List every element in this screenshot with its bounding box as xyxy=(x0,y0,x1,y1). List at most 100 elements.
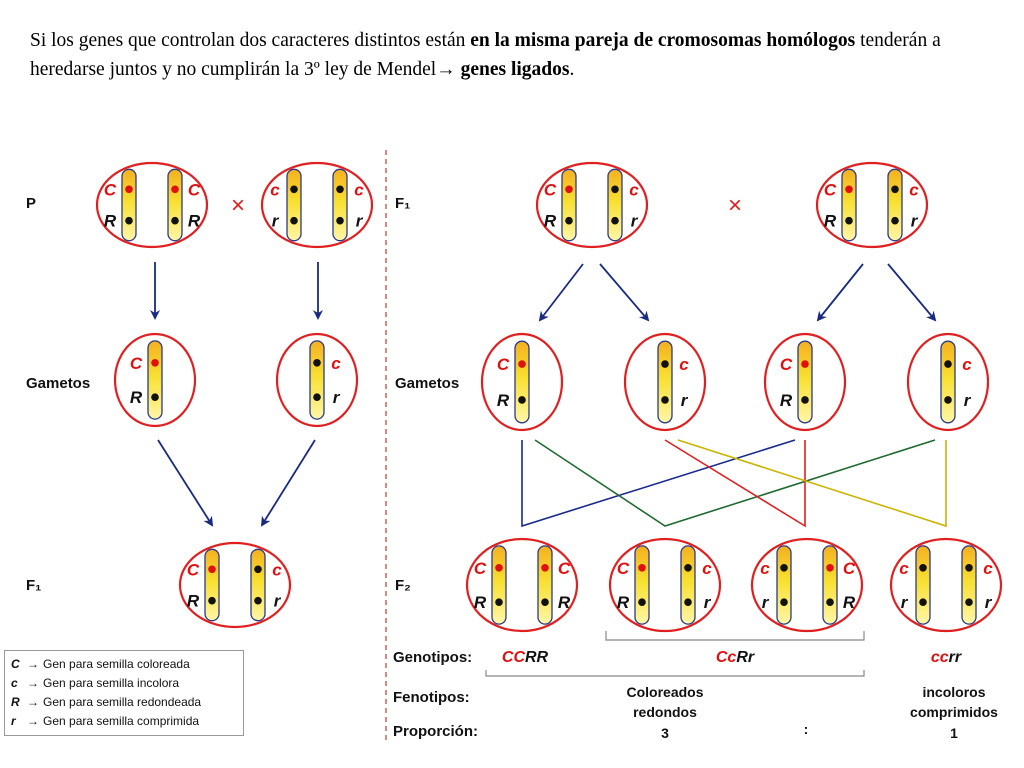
allele-dot xyxy=(965,563,973,572)
allele-label: c xyxy=(629,180,639,199)
allele-dot xyxy=(638,563,646,572)
chromosome xyxy=(309,340,325,420)
chromosome xyxy=(940,340,956,424)
allele-dot xyxy=(171,185,179,194)
allele-dot xyxy=(684,598,692,607)
allele-label: C xyxy=(474,559,487,578)
chromosome xyxy=(961,545,977,625)
cell-membrane xyxy=(178,541,292,629)
allele-label: R xyxy=(843,593,856,612)
legend-text: Gen para semilla redondeada xyxy=(43,695,202,709)
arrow-f1a-to-g1 xyxy=(538,263,584,322)
allele-label: r xyxy=(964,391,972,410)
arrow-f1b-to-g3 xyxy=(816,263,864,322)
chromosome xyxy=(657,340,673,424)
proportion-separator: : xyxy=(804,721,809,737)
cross-symbol-right: × xyxy=(728,192,742,219)
allele-dot xyxy=(611,185,619,194)
allele-dot xyxy=(541,598,549,607)
arrow-f1a-to-g2 xyxy=(599,263,650,322)
chromosome xyxy=(204,548,220,622)
legend-row: c→Gen para semilla incolora xyxy=(11,674,237,693)
allele-dot xyxy=(801,360,809,368)
cell-membrane xyxy=(95,161,209,249)
allele-dot xyxy=(171,216,179,225)
allele-label: C xyxy=(104,180,117,199)
label-gametos-left: Gametos xyxy=(26,375,90,392)
legend-arrow: → xyxy=(27,657,39,671)
allele-dot xyxy=(290,185,298,194)
allele-label: C xyxy=(130,354,143,373)
cell-gr4: cr xyxy=(906,332,990,432)
left-arrows xyxy=(150,262,323,527)
legend-arrow: → xyxy=(27,676,39,690)
allele-label: R xyxy=(617,593,630,612)
allele-label: R xyxy=(780,391,793,410)
allele-label: c xyxy=(760,559,770,578)
chromosome xyxy=(797,340,813,424)
allele-label: c xyxy=(702,559,712,578)
cell-gr1: CR xyxy=(480,332,564,432)
allele-label: c xyxy=(909,180,919,199)
chromosome xyxy=(491,545,507,625)
cell-membrane xyxy=(608,537,722,633)
label-gametos-right: Gametos xyxy=(395,375,459,392)
cell-gr2: cr xyxy=(623,332,707,432)
allele-label: c xyxy=(331,354,341,373)
intro-paragraph: Si los genes que controlan dos caractere… xyxy=(30,26,1005,84)
chromosome xyxy=(822,545,838,625)
label-f1-right: F₁ xyxy=(395,195,410,212)
allele-label: C xyxy=(497,355,510,374)
phenotype-colorless-line2: comprimidos xyxy=(910,704,998,720)
chromosome xyxy=(121,168,137,242)
allele-dot xyxy=(208,565,216,574)
cells: CRCRcrcrCRcrCRcrCRcrCRcrCRcrCRcrCRCRCRcr… xyxy=(95,161,1003,633)
right-arrows xyxy=(538,263,937,322)
chromosome xyxy=(167,168,183,242)
allele-dot xyxy=(891,216,899,225)
intro-text-3: . xyxy=(569,59,575,80)
allele-label: r xyxy=(274,592,282,611)
allele-label: r xyxy=(681,391,689,410)
allele-label: c xyxy=(354,180,364,199)
allele-label: C xyxy=(617,559,630,578)
allele-label: R xyxy=(130,388,143,407)
allele-label: R xyxy=(474,593,487,612)
chromosome xyxy=(147,340,163,420)
chromosome xyxy=(286,168,302,242)
chromosome xyxy=(250,548,266,622)
phenotype-colorless-line1: incoloros xyxy=(922,684,985,700)
cell-membrane xyxy=(750,537,864,633)
phenotype-colored-line2: redondos xyxy=(633,704,697,720)
allele-dot xyxy=(684,563,692,572)
allele-dot xyxy=(151,358,159,367)
allele-label: C xyxy=(558,559,571,578)
allele-label: C xyxy=(188,180,201,199)
chromosome xyxy=(332,168,348,242)
allele-label: R xyxy=(558,593,571,612)
allele-label: R xyxy=(188,212,201,231)
allele-dot xyxy=(565,216,573,225)
label-f1-left: F₁ xyxy=(26,577,41,594)
chromosome xyxy=(607,168,623,242)
allele-label: C xyxy=(780,355,793,374)
legend-arrow: → xyxy=(27,695,39,709)
chromosome xyxy=(887,168,903,242)
allele-label: c xyxy=(270,180,280,199)
cell-membrane xyxy=(535,161,649,249)
allele-label: c xyxy=(962,355,972,374)
allele-label: c xyxy=(983,559,993,578)
allele-dot xyxy=(780,563,788,572)
allele-label: C xyxy=(544,180,557,199)
allele-label: R xyxy=(104,212,117,231)
legend-text: Gen para semilla incolora xyxy=(43,676,180,690)
allele-dot xyxy=(208,596,216,605)
allele-label: r xyxy=(762,593,770,612)
allele-label: r xyxy=(631,212,639,231)
allele-dot xyxy=(944,360,952,368)
